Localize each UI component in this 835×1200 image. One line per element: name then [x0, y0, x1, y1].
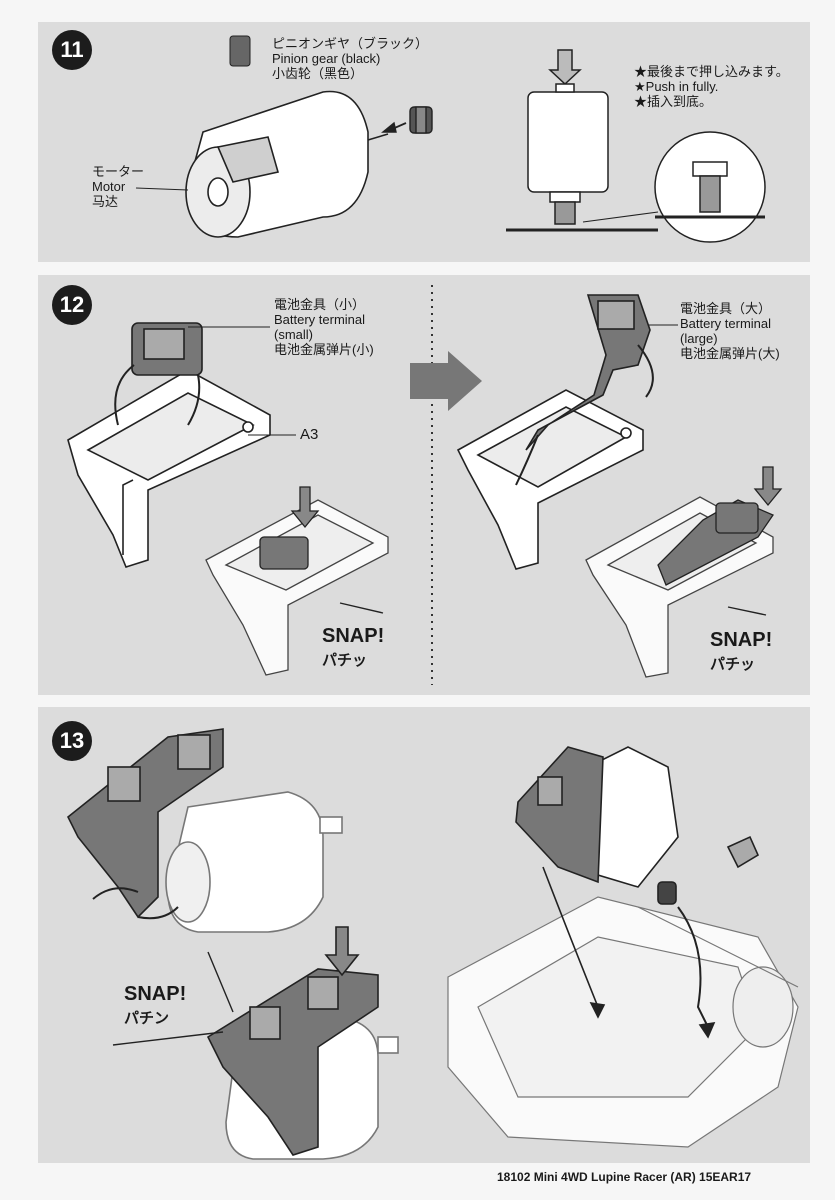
motor-drawing — [185, 90, 389, 238]
step-number-11: 11 — [52, 30, 92, 70]
pinion-gear-drawing — [381, 106, 433, 134]
footer-product-code: 18102 Mini 4WD Lupine Racer (AR) 15EAR17 — [497, 1170, 752, 1184]
battery-terminal-large-label: 電池金具（大） Battery terminal (large) 电池金属弹片(… — [680, 301, 780, 361]
step-11-illustration — [135, 35, 766, 243]
step-12-panel: 12 — [38, 275, 810, 695]
large-terminal-drawing — [456, 294, 654, 570]
motor-unit-drawing — [515, 746, 760, 1039]
motor-label: モーター Motor 马达 — [92, 164, 145, 209]
chassis-small-terminal-assembled — [205, 486, 389, 676]
push-in-diagram — [506, 49, 766, 243]
pinion-gear-label: ピニオンギヤ（ブラック） Pinion gear (black) 小齿轮（黑色） — [272, 36, 429, 81]
step-number-13: 13 — [52, 721, 92, 761]
snap-label-left: SNAP! パチッ — [322, 625, 385, 669]
step-12-illustration — [67, 285, 783, 685]
pinion-gear-icon — [229, 35, 251, 67]
step-number-12: 12 — [52, 285, 92, 325]
chassis-a3-drawing — [67, 322, 271, 568]
step-13-panel: 13 — [38, 707, 810, 1163]
step-13-illustration — [66, 728, 799, 1160]
part-a3-label: A3 — [300, 426, 319, 443]
push-in-note: ★最後まで押し込みます。 ★Push in fully. ★插入到底。 — [634, 64, 789, 109]
chassis-motor-assembled-drawing — [206, 926, 399, 1160]
snap-label-right: SNAP! パチッ — [710, 629, 773, 673]
chassis-over-motor-drawing — [66, 728, 343, 933]
next-step-arrow-icon — [410, 351, 482, 411]
chassis-large-terminal-assembled — [585, 466, 783, 678]
battery-terminal-small-label: 電池金具（小） Battery terminal (small) 电池金属弹片(… — [274, 297, 374, 357]
snap-label-step13: SNAP! パチン — [124, 983, 187, 1027]
car-chassis-drawing — [447, 896, 799, 1148]
step-11-panel: 11 — [38, 22, 810, 262]
